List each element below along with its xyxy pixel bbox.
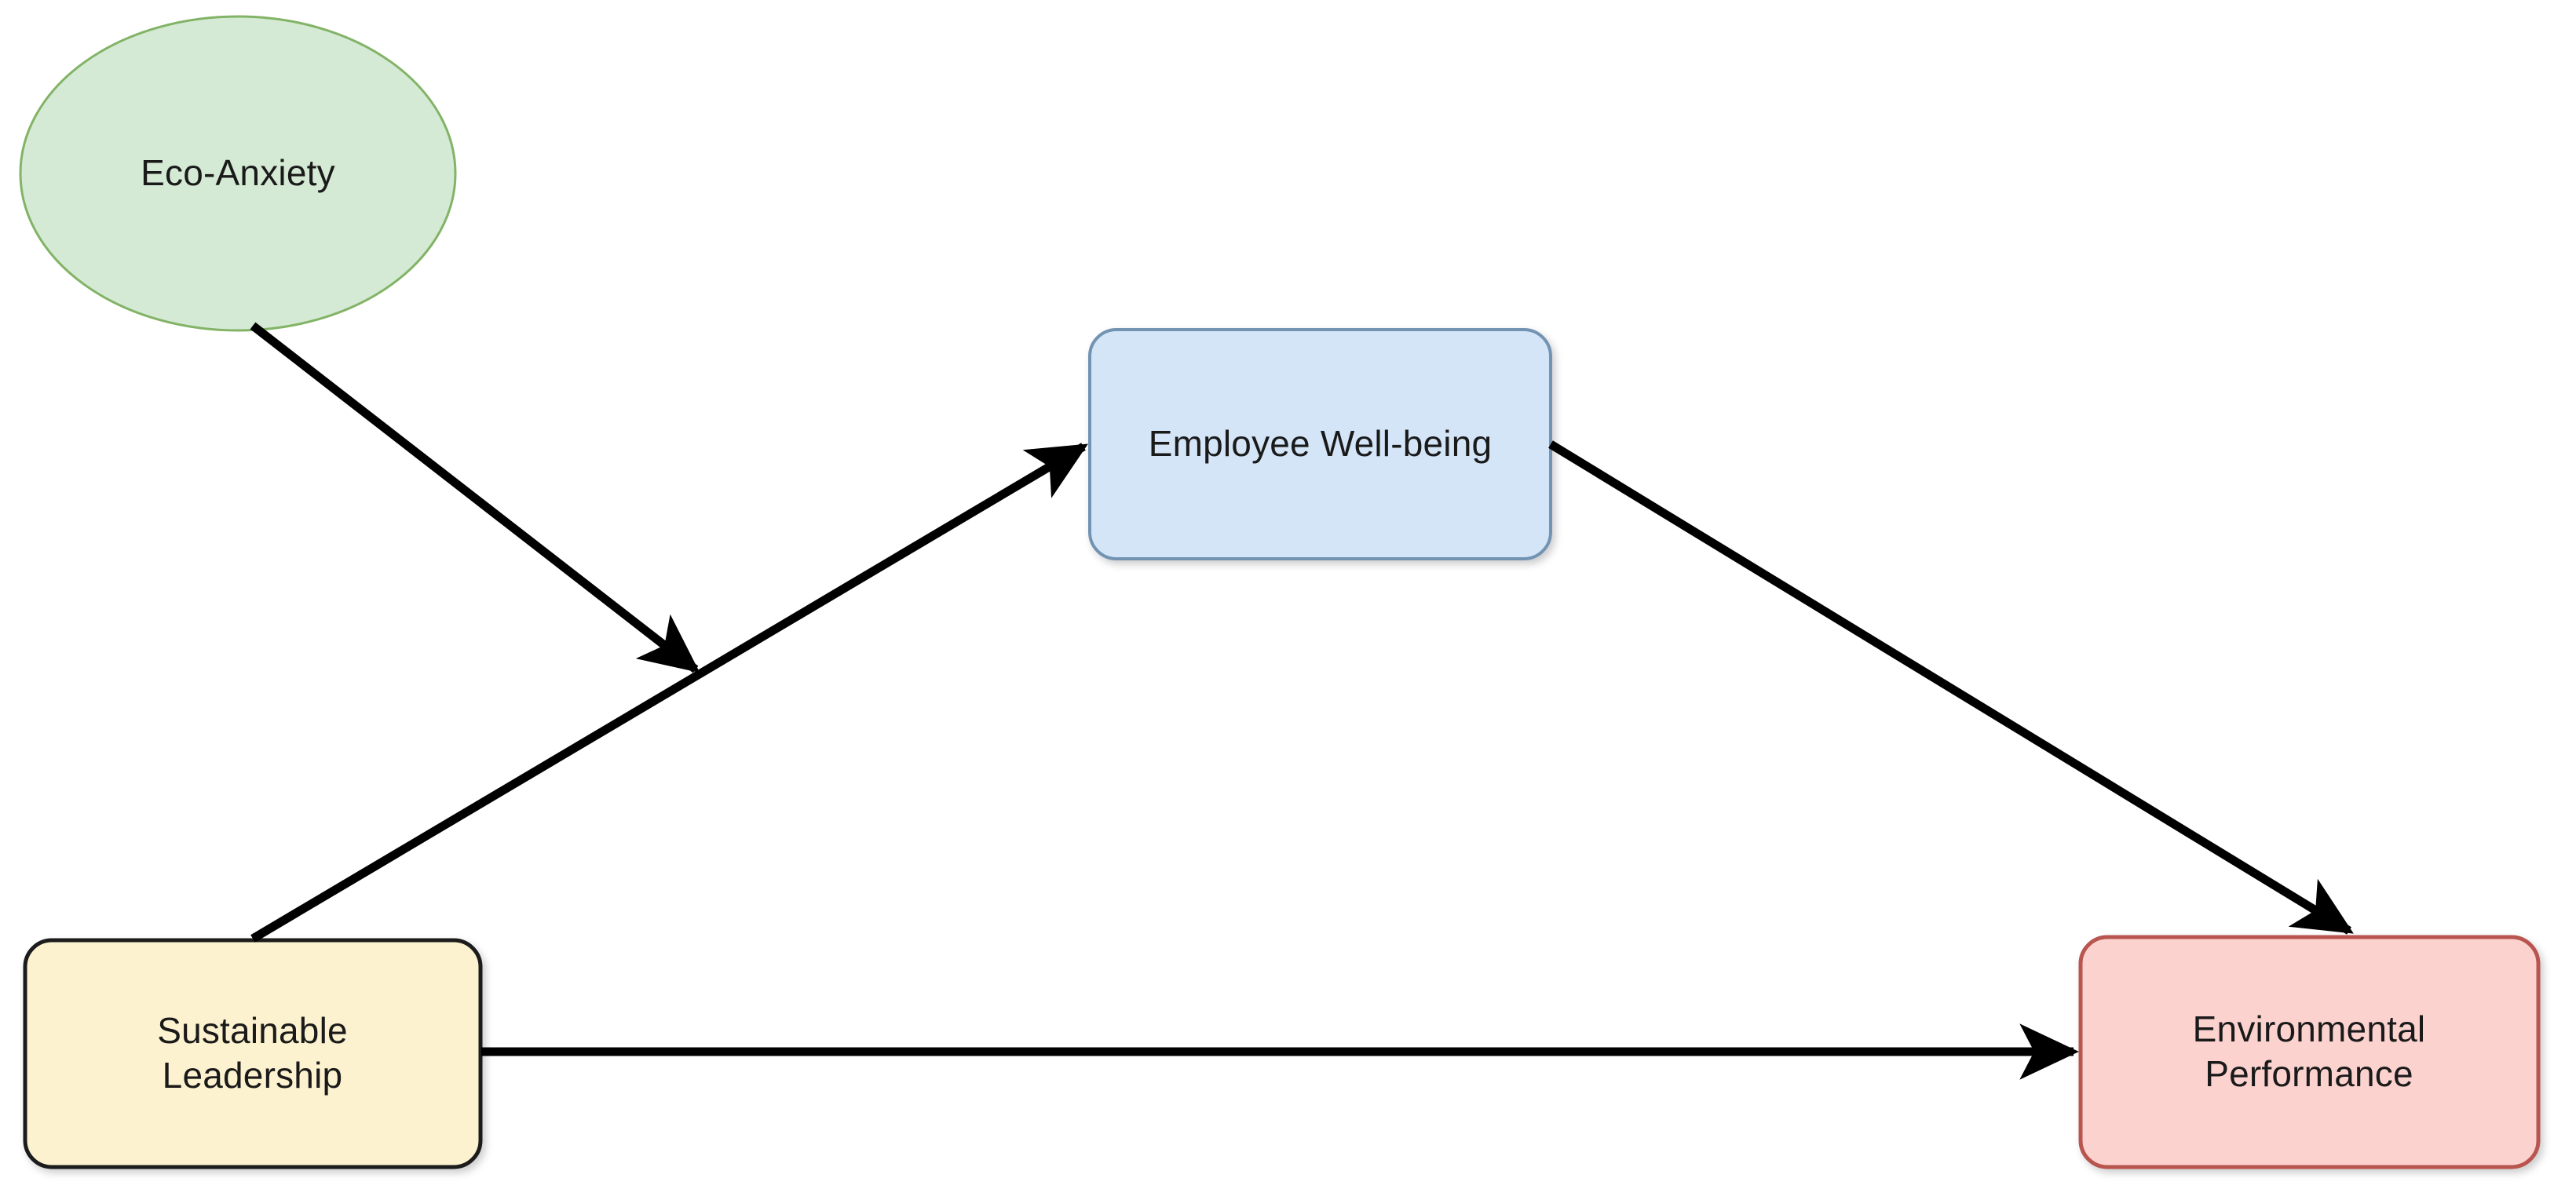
node-shape-environmental-performance[interactable]: [2078, 935, 2541, 1169]
node-shape-sustainable-leadership[interactable]: [23, 938, 483, 1169]
edge-employee-well-being-to-environmental-performance[interactable]: [1548, 440, 2354, 935]
node-shape-employee-well-being[interactable]: [1088, 328, 1552, 560]
edge-eco-anxiety-to-mediation-path[interactable]: [250, 322, 700, 673]
node-shape-eco-anxiety[interactable]: [19, 15, 457, 332]
edge-sustainable-leadership-to-employee-well-being[interactable]: [250, 443, 1088, 943]
